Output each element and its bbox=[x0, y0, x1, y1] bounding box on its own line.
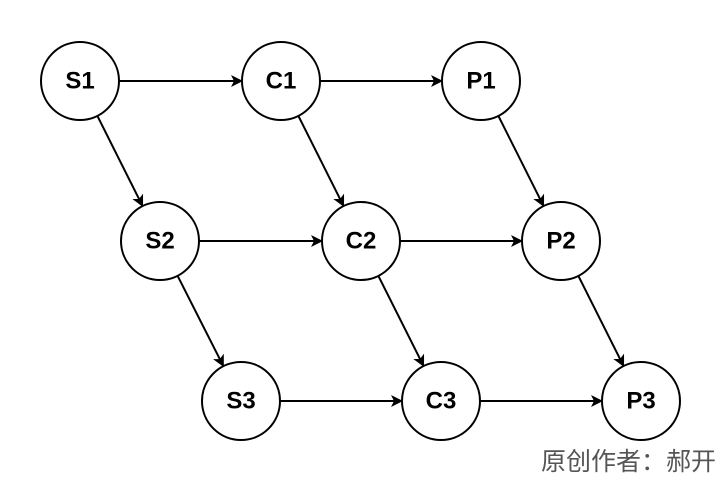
node-label: S2 bbox=[145, 228, 174, 255]
node-s3: S3 bbox=[201, 361, 281, 441]
edge-s2-to-s3 bbox=[176, 275, 225, 368]
author-credit: 原创作者：郝开 bbox=[540, 447, 716, 476]
node-s2: S2 bbox=[120, 201, 200, 281]
node-c1: C1 bbox=[241, 41, 321, 121]
edges bbox=[96, 75, 625, 407]
node-p1: P1 bbox=[441, 41, 521, 121]
node-label: P1 bbox=[466, 68, 495, 95]
edge-c2-to-c3 bbox=[377, 275, 425, 367]
node-label: P3 bbox=[626, 388, 655, 415]
edge-s1-to-s2 bbox=[96, 115, 144, 207]
node-label: C3 bbox=[426, 388, 457, 415]
node-p2: P2 bbox=[521, 201, 601, 281]
node-c3: C3 bbox=[401, 361, 481, 441]
edge-p1-to-p2 bbox=[497, 115, 545, 207]
node-circle bbox=[120, 201, 200, 281]
node-circle bbox=[321, 201, 401, 281]
node-circle bbox=[401, 361, 481, 441]
node-circle bbox=[241, 41, 321, 121]
edge-p2-to-p3 bbox=[577, 275, 625, 367]
node-label: S1 bbox=[65, 68, 94, 95]
node-s1: S1 bbox=[40, 41, 120, 121]
node-label: C2 bbox=[346, 228, 377, 255]
node-circle bbox=[521, 201, 601, 281]
node-circle bbox=[601, 361, 681, 441]
edge-c1-to-c2 bbox=[297, 115, 345, 207]
node-label: P2 bbox=[546, 228, 575, 255]
node-label: S3 bbox=[226, 388, 255, 415]
node-label: C1 bbox=[266, 68, 297, 95]
node-c2: C2 bbox=[321, 201, 401, 281]
node-circle bbox=[201, 361, 281, 441]
node-p3: P3 bbox=[601, 361, 681, 441]
node-circle bbox=[441, 41, 521, 121]
node-circle bbox=[40, 41, 120, 121]
